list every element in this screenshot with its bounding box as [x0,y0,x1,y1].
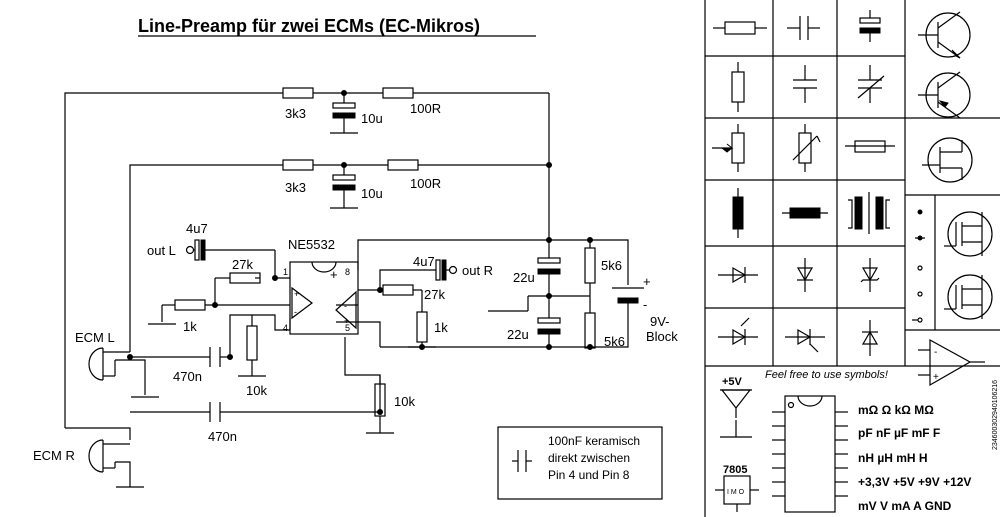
label-opamp: NE5532 [288,237,335,252]
resistors [174,87,596,417]
label-ecm-r: ECM R [33,448,75,463]
vcc-label: +5V [722,376,743,388]
label-out-r: out R [462,263,493,278]
label-batt-plus: + [643,274,651,289]
label-batt-2: Block [646,329,678,344]
label-pin1: 1 [283,267,288,277]
label-c-22u-b: 22u [507,327,529,342]
svg-text:-: - [294,307,297,317]
label-c-out-r: 4u7 [413,254,435,269]
out-r-terminal [448,265,458,275]
label-note-2: direkt zwischen [548,451,630,465]
label-r-fb-l: 27k [232,257,253,272]
opamp-ic: + - - + [289,261,359,335]
ecm-l-symbol [88,347,130,381]
units-row-3: nH µH mH H [858,451,928,465]
label-r-gnd-r: 1k [434,320,448,335]
label-r-5k6-b: 5k6 [604,334,625,349]
symbol-palette: - + [704,0,1000,517]
label-r-mid2: 100R [410,176,441,191]
battery-symbol [612,287,644,304]
free-text: Feel free to use symbols! [765,369,888,381]
svg-text:-: - [934,347,937,358]
label-c-470-l: 470n [173,369,202,384]
label-note-3: Pin 4 und Pin 8 [548,468,630,482]
label-c-mid1: 10u [361,186,383,201]
label-r-gnd-l: 1k [183,319,197,334]
svg-text:+: + [933,372,939,383]
reg-label: 7805 [723,464,747,476]
units-row-4: +3,3V +5V +9V +12V [858,475,971,489]
label-r-mid1: 3k3 [285,180,306,195]
label-c-470-r: 470n [208,429,237,444]
label-plus: + [330,267,338,282]
label-r-top2: 100R [410,101,441,116]
title: Line-Preamp für zwei ECMs (EC-Mikros) [138,16,480,36]
out-l-terminal [185,245,195,255]
svg-text:-: - [344,301,347,311]
reg-pins: I M O [727,489,745,496]
label-batt-minus: - [643,297,647,312]
label-batt-1: 9V- [650,314,670,329]
units-row-1: mΩ Ω kΩ MΩ [858,403,934,417]
label-ecm-l: ECM L [75,330,115,345]
wires [64,92,629,488]
label-pin8: 8 [345,267,350,277]
label-r-10k-r: 10k [394,394,415,409]
units-row-5: mV V mA A GND [858,499,952,513]
label-c-top1: 10u [361,111,383,126]
label-c-22u-a: 22u [513,270,535,285]
label-r-5k6-a: 5k6 [601,258,622,273]
svg-text:+: + [344,316,349,326]
label-r-fb-r: 27k [424,287,445,302]
label-r-top1: 3k3 [285,106,306,121]
watermark: 23460030294010​6216 [992,380,999,450]
label-out-l: out L [147,243,176,258]
svg-text:+: + [294,289,299,299]
palette-labels: Feel free to use symbols! +5V 7805 I M O… [722,369,999,513]
label-c-out-l: 4u7 [186,221,208,236]
capacitors [194,102,561,422]
label-r-10k-l: 10k [246,383,267,398]
units-row-2: pF nF µF mF F [858,426,940,440]
label-pin5: 5 [345,323,350,333]
label-note-1: 100nF keramisch [548,434,640,448]
label-pin4: 4 [283,323,288,333]
note-box [497,426,663,500]
ecm-r-symbol [88,439,130,473]
junction-dots [127,90,593,415]
